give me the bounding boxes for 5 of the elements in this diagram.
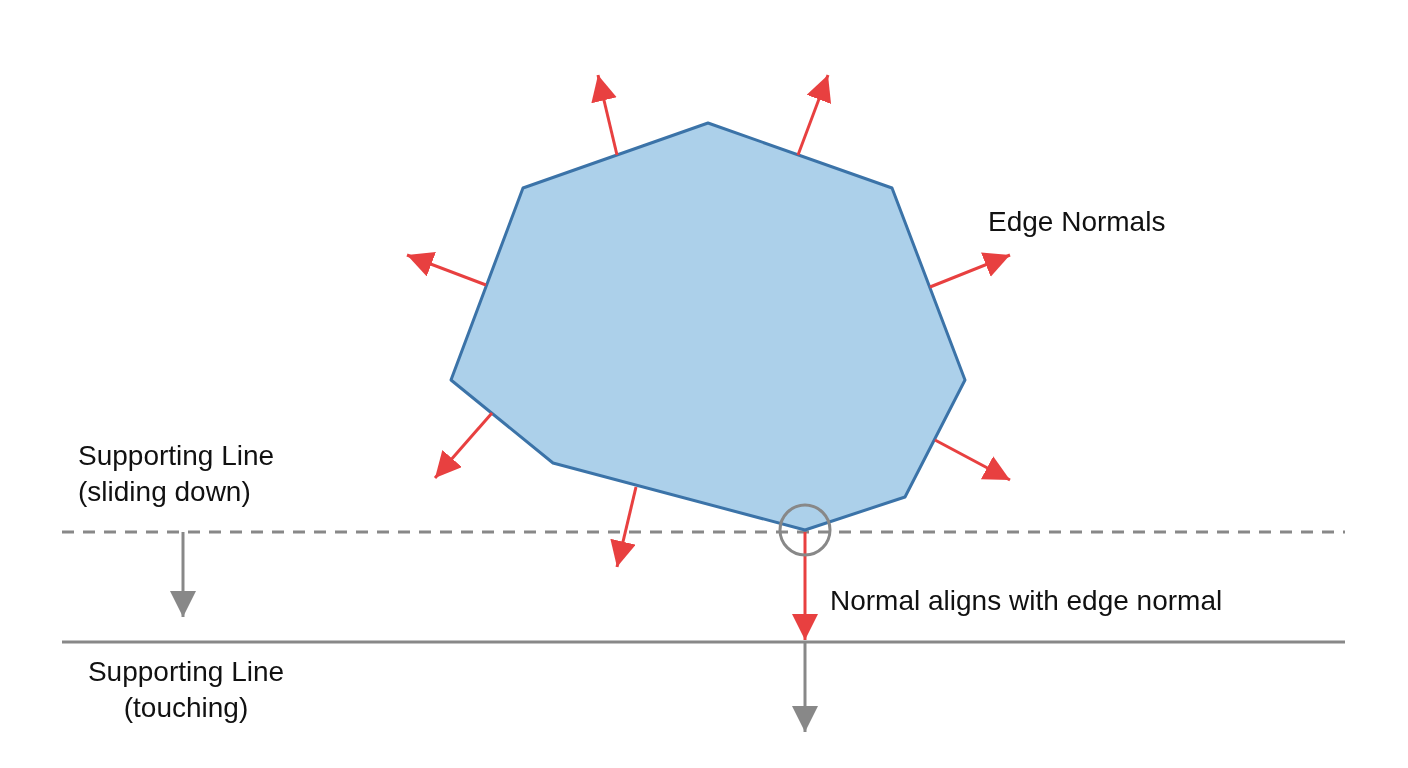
polygon-shape <box>449 121 967 532</box>
annotation-text: Supporting Line (sliding down) <box>78 439 276 509</box>
annotation-text: Supporting Line (touching) <box>86 655 286 725</box>
annotation-text: Edge Normals <box>988 205 1167 239</box>
annotation-text: Normal aligns with edge normal <box>830 584 1224 618</box>
